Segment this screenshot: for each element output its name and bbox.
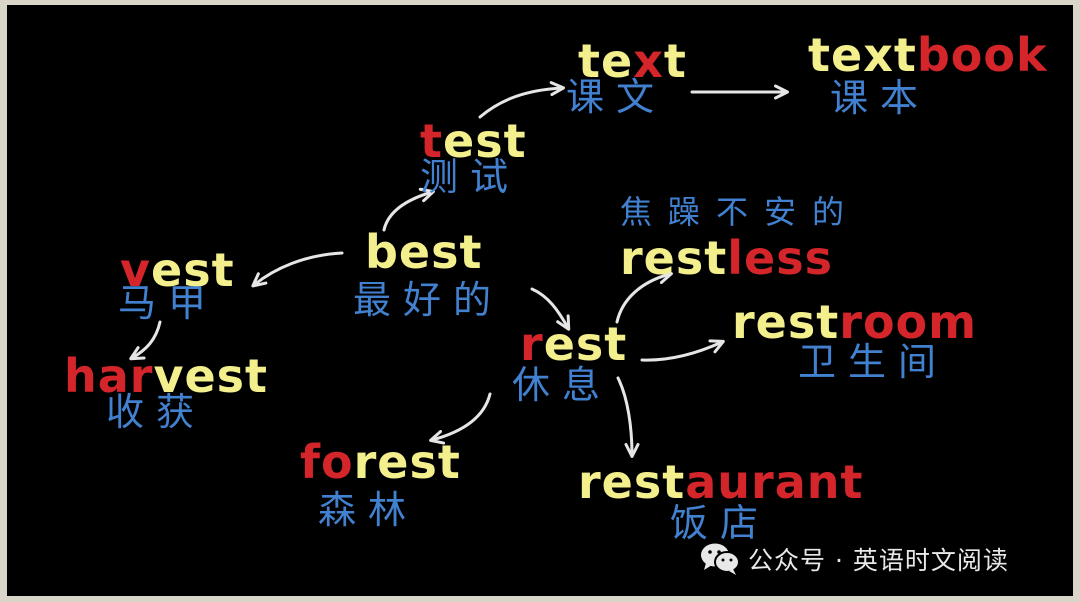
word-text: text [578,38,687,84]
word-segment: est [151,243,235,297]
word-segment: rest [578,455,686,509]
word-textbook: textbook [808,32,1048,78]
watermark-text: 公众号 · 英语时文阅读 [748,546,1009,575]
word-restless: restless [620,235,833,281]
word-restroom: restroom [732,299,977,345]
meaning-textbook: 课本 [830,76,931,120]
arrow-rest-to-restless [615,269,673,324]
word-segment: rest [620,231,728,285]
word-segment: rest [732,295,840,349]
word-segment: r [520,317,544,371]
arrow-rest-to-restroom [640,339,725,362]
meaning-rest: 休息 [512,363,613,407]
word-segment: v [120,243,151,297]
arrow-rest-to-restaurant [616,376,640,458]
arrow-best-to-vest [251,251,344,288]
arrow-vest-to-harvest [129,320,162,361]
word-best: best [365,229,483,275]
word-segment: best [365,225,483,279]
watermark: 公众号 · 英语时文阅读 [700,541,1009,577]
meaning-restless: 焦躁不安的 [620,193,861,231]
word-forest: forest [300,439,461,485]
word-segment: est [543,317,628,371]
word-segment: room [839,295,978,349]
diagram-background [7,5,1073,596]
word-segment: fo [300,435,354,489]
meaning-restaurant: 饭店 [670,501,771,545]
word-segment: x [633,34,664,88]
word-segment: book [916,28,1048,82]
word-segment: est [443,114,527,168]
meaning-harvest: 收获 [106,390,207,434]
wechat-icon [701,543,740,575]
word-restaurant: restaurant [578,459,864,505]
meaning-forest: 森林 [318,488,419,532]
meaning-vest: 马甲 [118,281,219,325]
arrow-best-to-test [382,187,435,232]
arrow-best-to-rest [530,287,571,331]
word-segment: t [663,34,687,88]
word-segment: text [808,28,917,82]
arrow-rest-to-forest [429,392,492,445]
word-segment: har [64,349,154,403]
word-harvest: harvest [64,353,268,399]
meaning-test: 测试 [420,155,521,199]
word-segment: t [420,114,443,168]
word-rest: rest [520,321,627,367]
meaning-restroom: 卫生间 [798,340,949,384]
word-test: test [420,118,527,164]
word-segment: aurant [685,455,864,509]
meaning-best: 最好的 [353,278,504,322]
word-segment: vest [153,349,269,403]
meaning-text: 课文 [566,75,667,119]
word-segment: te [578,34,634,88]
arrow-test-to-text [478,81,565,119]
word-vest: vest [120,247,235,293]
word-segment: less [727,231,833,285]
word-segment: rest [353,435,461,489]
